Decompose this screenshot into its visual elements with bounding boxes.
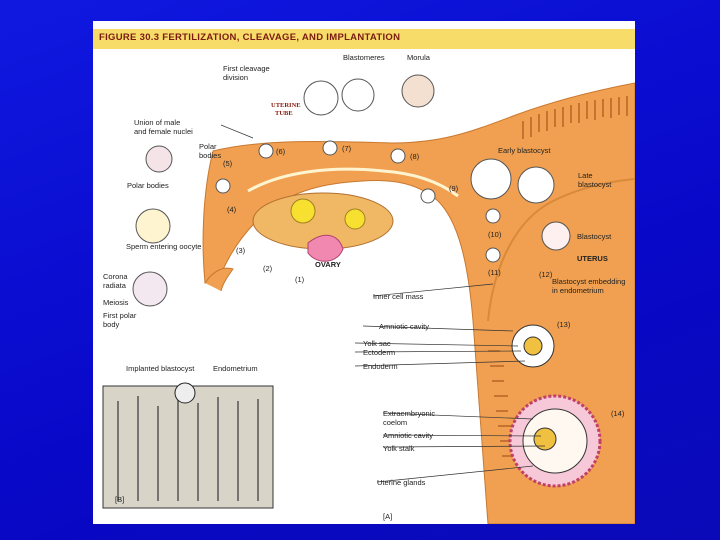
label-yolk-stalk: Yolk stalk	[383, 444, 415, 453]
label-uterus: UTERUS	[577, 254, 608, 263]
label-extraembryonic-1: Extraembryonic	[383, 409, 435, 418]
label-part-a: [A]	[383, 512, 392, 521]
micrograph-texture	[117, 396, 259, 501]
label-implanted-blastocyst: Implanted blastocyst	[126, 364, 195, 373]
fertilization-diagram: Blastomeres Morula First cleavage divisi…	[102, 53, 635, 524]
label-blastomeres: Blastomeres	[343, 53, 385, 62]
endometrium-folds	[488, 96, 628, 457]
tube-lumen	[247, 167, 459, 198]
corpus-luteum	[307, 234, 344, 262]
follicle-2	[344, 208, 366, 230]
blastocyst-14-inner	[533, 427, 557, 451]
figure-title: FIGURE 30.3 FERTILIZATION, CLEAVAGE, AND…	[99, 32, 401, 43]
step-5: (5)	[223, 159, 233, 168]
label-late-blastocyst-2: blastocyst	[578, 180, 612, 189]
figure-title-bar	[93, 29, 635, 49]
label-polar-bodies-b: Polar bodies	[127, 181, 169, 190]
label-uterine-tube-2: TUBE	[275, 110, 293, 117]
label-early-blastocyst: Early blastocyst	[498, 146, 551, 155]
label-first-polar-2: body	[103, 320, 120, 329]
label-inner-cell-mass: Inner cell mass	[373, 292, 424, 301]
label-corona-2: radiata	[103, 281, 127, 290]
label-embedding-1: Blastocyst embedding	[552, 277, 625, 286]
stage-cells	[132, 74, 571, 307]
label-sperm-entering: Sperm entering oocyte	[126, 242, 201, 251]
label-ovary: OVARY	[315, 260, 341, 269]
label-ectoderm: Ectoderm	[363, 348, 395, 357]
fimbriae	[204, 267, 234, 292]
step-10: (10)	[488, 230, 502, 239]
label-first-polar-1: First polar	[103, 311, 137, 320]
uterine-wall-inner	[487, 178, 635, 322]
step-7: (7)	[342, 144, 352, 153]
step-12: (12)	[539, 270, 553, 279]
label-first-cleavage-1: First cleavage	[223, 64, 270, 73]
label-polar-bodies-2: bodies	[199, 151, 221, 160]
label-union-1: Union of male	[134, 118, 180, 127]
textbook-figure: FIGURE 30.3 FERTILIZATION, CLEAVAGE, AND…	[93, 21, 635, 524]
label-extraembryonic-2: coelom	[383, 418, 407, 427]
label-corona-1: Corona	[103, 272, 128, 281]
label-uterine-glands: Uterine glands	[377, 478, 426, 487]
label-endoderm: Endoderm	[363, 362, 398, 371]
label-morula: Morula	[407, 53, 431, 62]
step-2: (2)	[263, 264, 273, 273]
label-amniotic-cavity-2: Amniotic cavity	[383, 431, 433, 440]
label-union-2: and female nuclei	[134, 127, 193, 136]
micrograph-panel	[102, 385, 274, 509]
step-11: (11)	[488, 268, 501, 277]
label-leaders	[220, 124, 546, 483]
label-part-b: [B]	[115, 495, 124, 504]
label-first-cleavage-2: division	[223, 73, 248, 82]
label-uterine-tube-1: UTERINE	[271, 102, 301, 109]
label-polar-bodies-1: Polar	[199, 142, 217, 151]
follicle-1	[290, 198, 316, 224]
label-amniotic-cavity: Amniotic cavity	[379, 322, 429, 331]
label-embedding-2: in endometrium	[552, 286, 604, 295]
step-1: (1)	[295, 275, 305, 284]
label-blastocyst: Blastocyst	[577, 232, 612, 241]
label-endometrium: Endometrium	[213, 364, 258, 373]
step-3: (3)	[236, 246, 246, 255]
step-9: (9)	[449, 184, 459, 193]
implanted-blastocyst-image	[174, 382, 196, 404]
label-late-blastocyst-1: Late	[578, 171, 593, 180]
step-13: (13)	[557, 320, 571, 329]
step-14: (14)	[611, 409, 625, 418]
label-yolk-sac: Yolk sac	[363, 339, 391, 348]
step-8: (8)	[410, 152, 420, 161]
blastocyst-13-inner	[523, 336, 543, 356]
step-4: (4)	[227, 205, 237, 214]
label-meiosis: Meiosis	[103, 298, 129, 307]
step-6: (6)	[276, 147, 286, 156]
